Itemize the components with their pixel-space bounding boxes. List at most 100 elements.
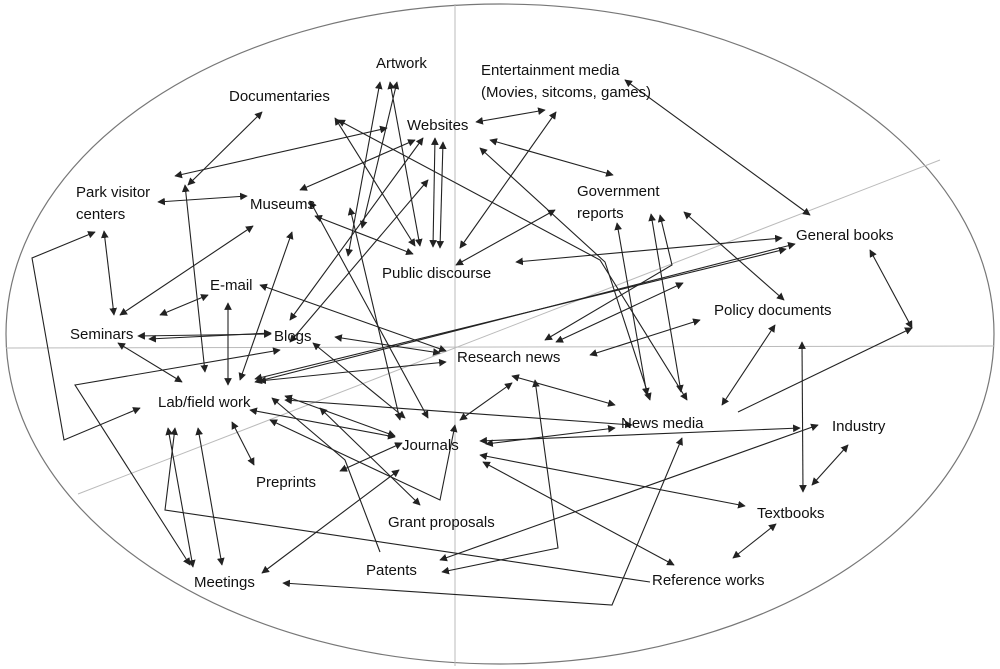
connection-arrow: [614, 222, 650, 396]
connection-arrow: [387, 81, 423, 247]
node-reference-works: Reference works: [652, 572, 765, 589]
node-patents: Patents: [366, 562, 417, 579]
connection-arrow: [159, 294, 209, 316]
node-park-visitor-centers: Park visitor centers: [76, 184, 150, 223]
connection-arrow: [482, 461, 675, 566]
connection-arrow: [439, 423, 819, 562]
connection-arrow: [459, 111, 557, 249]
horizontal-divider: [5, 345, 995, 349]
connection-arrow: [798, 341, 807, 493]
node-general-books-line-1: General books: [796, 227, 894, 244]
connection-arrow: [436, 141, 447, 249]
connection-arrow: [345, 81, 383, 257]
connection-arrow: [721, 324, 776, 406]
node-seminars: Seminars: [70, 326, 133, 343]
node-entertainment-media-line-2: (Movies, sitcoms, games): [481, 84, 651, 101]
node-government-reports-line-1: Government: [577, 183, 660, 200]
node-documentaries-line-1: Documentaries: [229, 88, 330, 105]
connection-arrow: [869, 249, 913, 329]
connection-arrow: [119, 225, 254, 316]
node-research-news-line-1: Research news: [457, 349, 560, 366]
connection-arrow: [299, 139, 416, 191]
connection-arrow: [511, 374, 616, 407]
node-industry-line-1: Industry: [832, 418, 886, 435]
node-textbooks-line-1: Textbooks: [757, 505, 825, 522]
connection-arrow: [347, 207, 403, 421]
node-websites-line-1: Websites: [407, 117, 468, 134]
connection-arrow: [74, 347, 281, 566]
node-museums: Museums: [250, 196, 315, 213]
node-preprints-line-1: Preprints: [256, 474, 316, 491]
node-general-books: General books: [796, 227, 894, 244]
connection-arrow: [181, 184, 209, 373]
connection-arrow: [284, 394, 396, 438]
connection-arrow: [489, 138, 614, 177]
connection-arrow: [271, 397, 381, 553]
connection-arrow: [811, 444, 849, 486]
node-seminars-line-1: Seminars: [70, 326, 133, 343]
connection-arrow: [269, 419, 458, 501]
node-artwork: Artwork: [376, 55, 427, 72]
connection-arrow: [515, 234, 783, 266]
node-news-media-line-1: News media: [621, 415, 704, 432]
node-blogs-line-1: Blogs: [274, 328, 312, 345]
node-entertainment-media-line-1: Entertainment media: [481, 62, 620, 79]
node-labels: Artwork Entertainment media (Movies, sitco…: [70, 55, 894, 591]
connection-arrow: [319, 407, 421, 506]
node-reference-works-line-1: Reference works: [652, 572, 765, 589]
connection-arrow: [282, 437, 683, 606]
connection-arrow: [174, 125, 388, 179]
node-patents-line-1: Patents: [366, 562, 417, 579]
node-journals-line-1: Journals: [402, 437, 459, 454]
connection-arrow: [732, 523, 777, 559]
node-websites: Websites: [407, 117, 468, 134]
node-grant-proposals: Grant proposals: [388, 514, 495, 531]
connection-arrow: [441, 379, 559, 575]
node-lab-field-work: Lab/field work: [158, 394, 251, 411]
node-blogs: Blogs: [274, 328, 312, 345]
connection-arrow: [249, 407, 396, 440]
node-news-media: News media: [621, 415, 704, 432]
node-public-discourse-line-1: Public discourse: [382, 265, 491, 282]
node-e-mail-line-1: E-mail: [210, 277, 253, 294]
connection-arrow: [429, 137, 439, 248]
connection-arrow: [284, 396, 633, 429]
connection-arrow: [148, 329, 272, 343]
node-grant-proposals-line-1: Grant proposals: [388, 514, 495, 531]
connection-arrow: [31, 231, 141, 441]
node-industry: Industry: [832, 418, 886, 435]
node-preprints: Preprints: [256, 474, 316, 491]
connection-arrows: [31, 79, 913, 606]
node-documentaries: Documentaries: [229, 88, 330, 105]
connection-arrow: [334, 334, 441, 356]
connection-arrow: [624, 79, 811, 216]
connection-arrow: [737, 327, 913, 413]
connection-arrow: [195, 427, 225, 566]
node-park-visitor-centers-line-1: Park visitor: [76, 184, 150, 201]
node-textbooks: Textbooks: [757, 505, 825, 522]
connection-arrow: [238, 231, 294, 381]
node-government-reports-line-2: reports: [577, 205, 624, 222]
node-museums-line-1: Museums: [250, 196, 315, 213]
node-e-mail: E-mail: [210, 277, 253, 294]
node-park-visitor-centers-line-2: centers: [76, 206, 125, 223]
connection-arrow: [231, 421, 255, 466]
connection-arrow: [187, 111, 263, 186]
node-meetings-line-1: Meetings: [194, 574, 255, 591]
connection-arrow: [589, 318, 701, 357]
node-policy-documents-line-1: Policy documents: [714, 302, 832, 319]
connection-arrow: [683, 211, 785, 301]
connection-arrow: [544, 214, 673, 341]
connection-arrow: [475, 107, 546, 125]
node-entertainment-media: Entertainment media (Movies, sitcoms, gam…: [481, 62, 651, 101]
connection-arrow: [455, 209, 556, 266]
outer-ellipse: [5, 3, 995, 665]
connection-arrow: [100, 230, 118, 316]
node-policy-documents: Policy documents: [714, 302, 832, 319]
node-artwork-line-1: Artwork: [376, 55, 427, 72]
node-government-reports: Government reports: [577, 183, 660, 222]
connection-arrow: [165, 427, 196, 568]
node-lab-field-work-line-1: Lab/field work: [158, 394, 251, 411]
